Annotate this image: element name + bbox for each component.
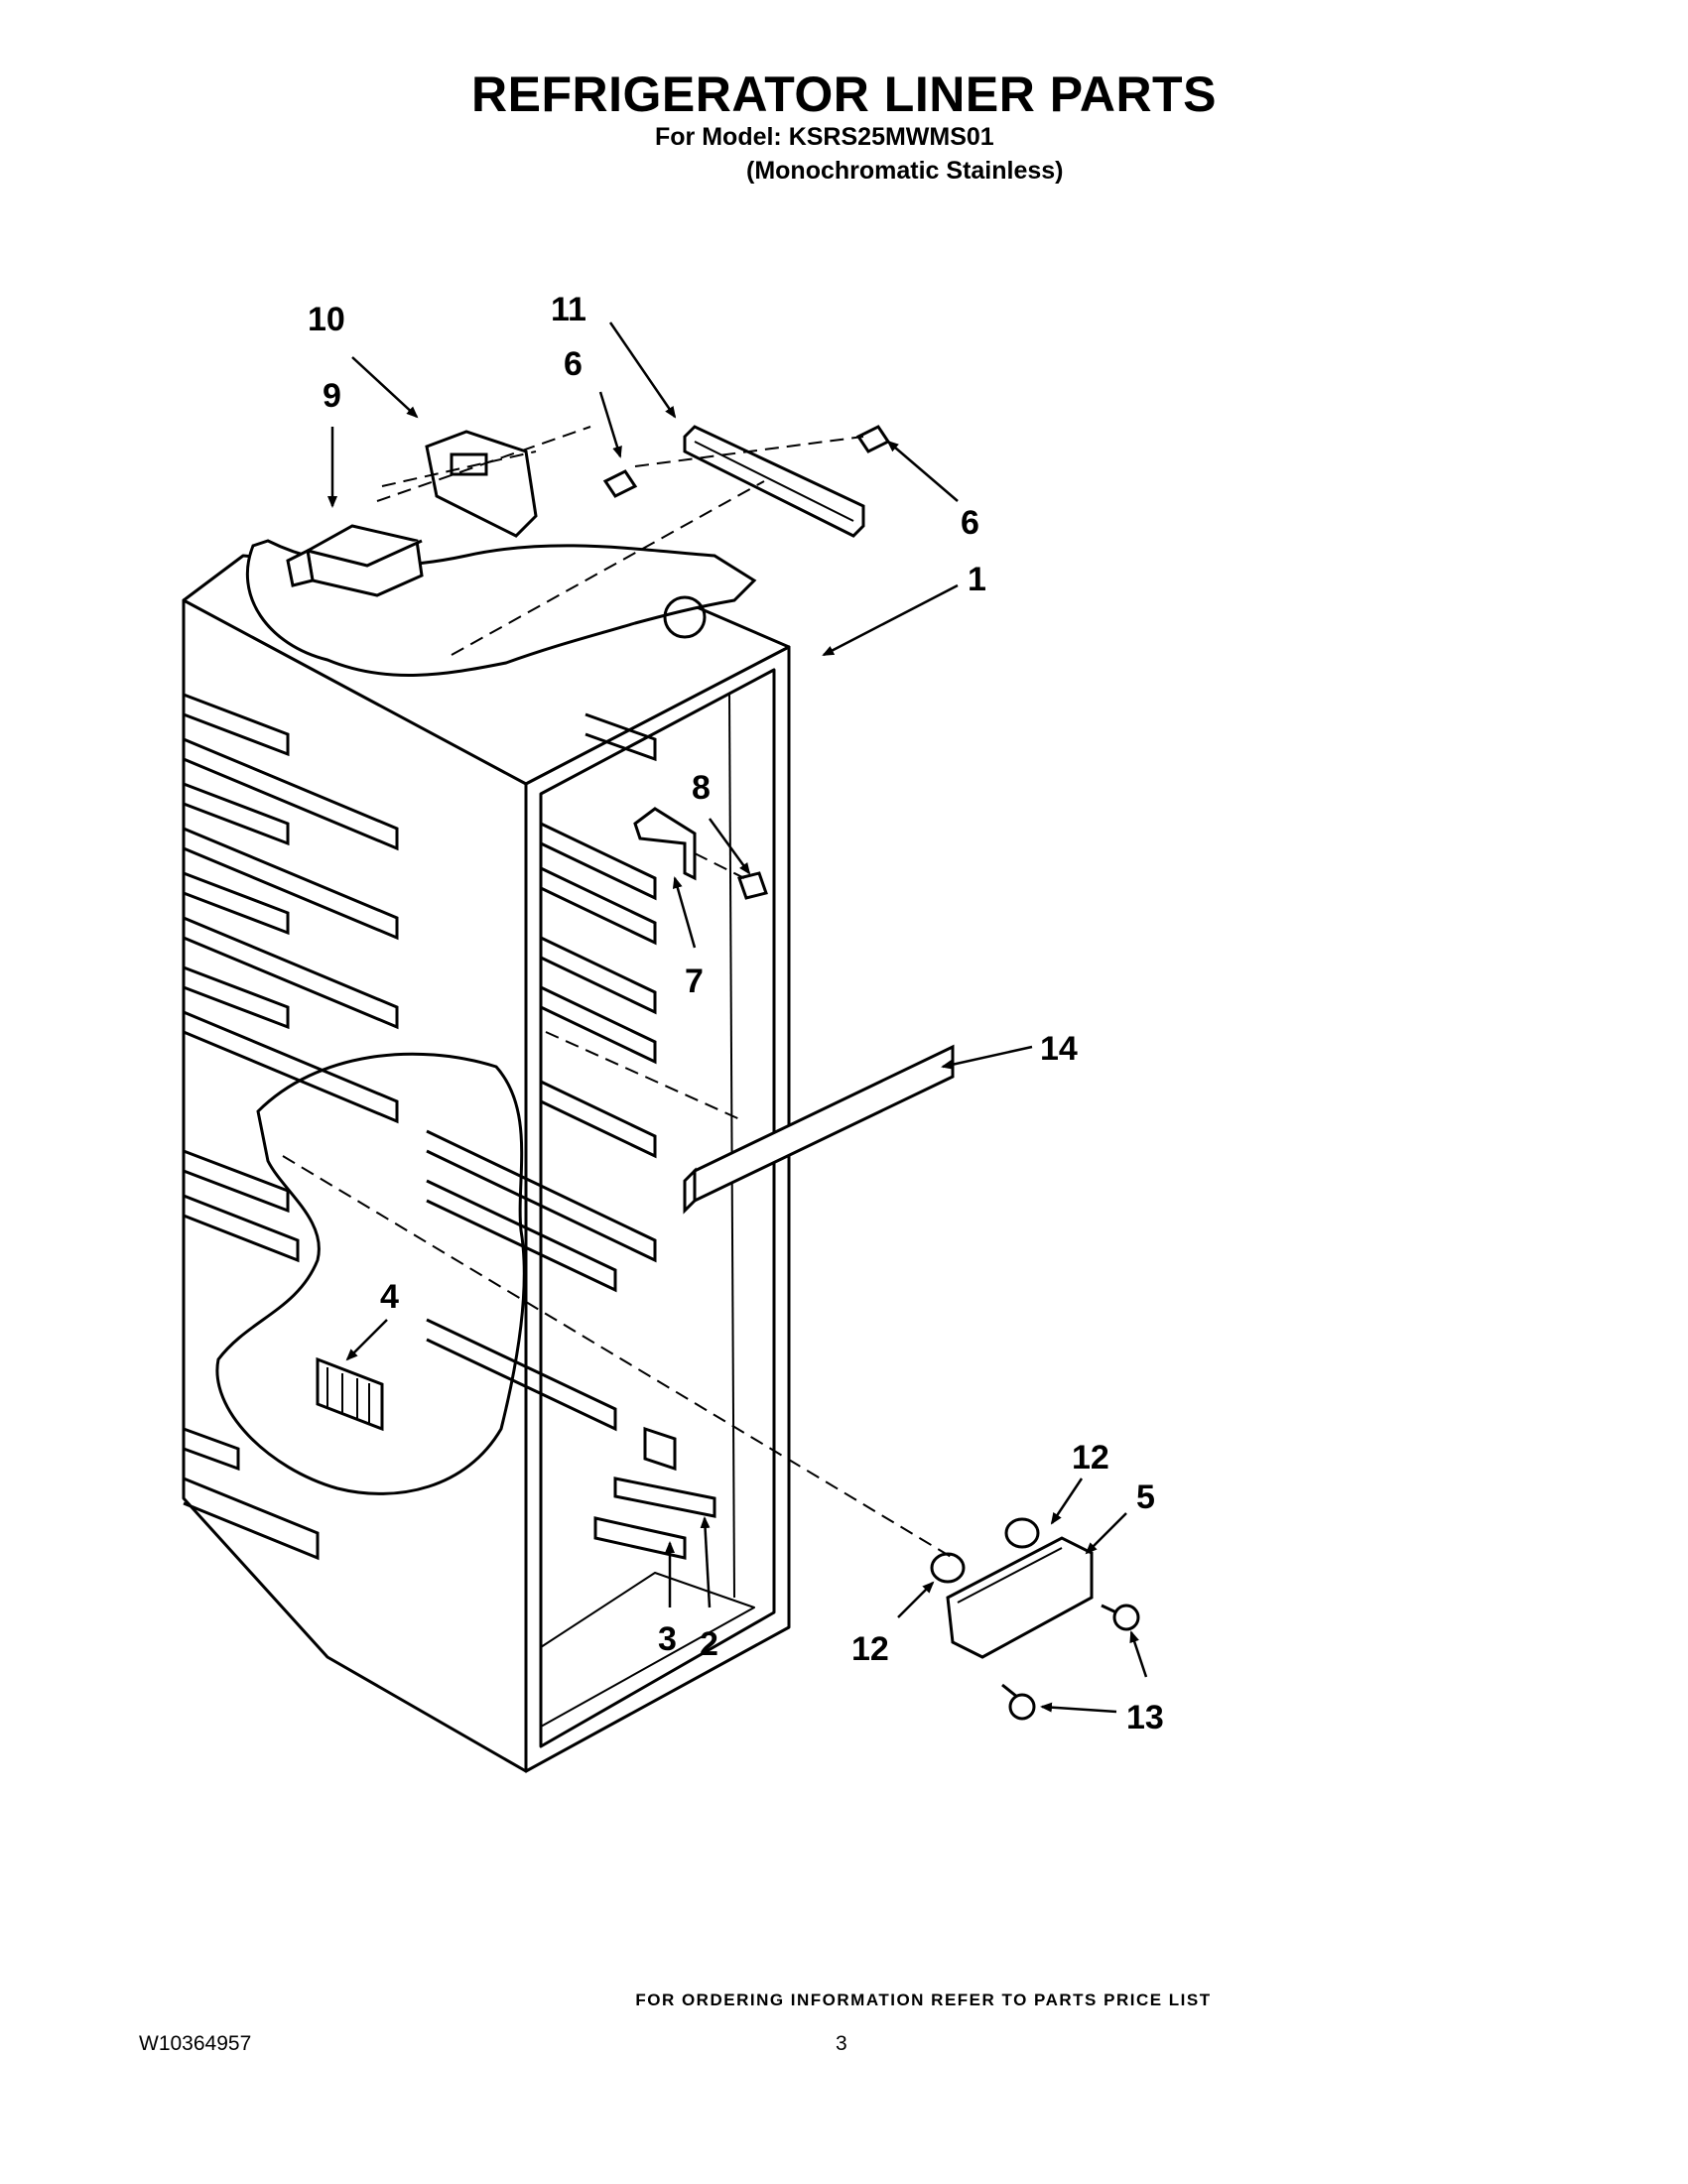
side-wall-shelf-rails: [183, 693, 399, 1561]
part-9-control-housing: [286, 524, 424, 597]
part-12-socket-right: [1004, 1517, 1040, 1549]
model-number: For Model: KSRS25MWMS01: [655, 123, 994, 151]
callout-8: 8: [692, 769, 711, 807]
callout-13: 13: [1126, 1699, 1164, 1736]
model-variant: (Monochromatic Stainless): [746, 157, 1064, 185]
rear-wall-shelf-rails: [426, 712, 657, 1432]
callout-9: 9: [323, 377, 341, 415]
assembly-lines: [282, 426, 954, 1559]
part-11-top-rail: [683, 425, 865, 538]
page-number: 3: [836, 2032, 847, 2055]
callout-6b: 6: [961, 504, 979, 542]
ordering-note: FOR ORDERING INFORMATION REFER TO PARTS …: [635, 1991, 1212, 2009]
part-5-light-housing: [946, 1536, 1094, 1659]
callout-5: 5: [1136, 1478, 1155, 1516]
callout-12b: 12: [851, 1630, 889, 1668]
part-6-screw-right: [855, 425, 891, 453]
cutaway-bottom: [215, 1052, 526, 1495]
part-10-bracket: [425, 430, 538, 538]
callout-4: 4: [380, 1278, 399, 1316]
callout-10: 10: [308, 301, 345, 338]
callout-11: 11: [551, 291, 586, 328]
callout-7: 7: [685, 963, 704, 1000]
leader-lines: [327, 321, 1148, 1714]
part-14-crossbar: [683, 1044, 955, 1215]
part-7-bracket: [633, 807, 697, 881]
callout-2: 2: [700, 1625, 718, 1663]
callout-14: 14: [1040, 1030, 1078, 1068]
callout-3: 3: [658, 1620, 677, 1658]
part-4-vent: [316, 1356, 384, 1432]
callout-6a: 6: [564, 345, 583, 383]
part-2-trim: [613, 1426, 716, 1518]
callout-1: 1: [968, 561, 986, 598]
part-8-screw: [737, 871, 768, 900]
part-13-screw-lower: [1001, 1683, 1036, 1721]
part-12-socket-left: [930, 1552, 966, 1584]
part-6-screw-left: [602, 469, 638, 498]
part-13-screw-upper: [1101, 1604, 1140, 1631]
callout-12a: 12: [1072, 1439, 1109, 1477]
document-number: W10364957: [139, 2032, 252, 2055]
page-title: REFRIGERATOR LINER PARTS: [471, 66, 1217, 122]
part-3-trim: [593, 1516, 687, 1560]
